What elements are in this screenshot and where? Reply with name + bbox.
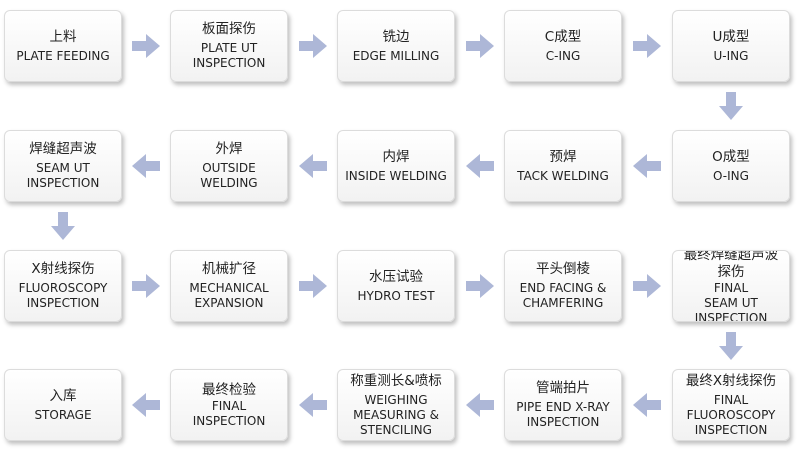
step-label-en: C-ING: [545, 48, 581, 63]
step-box: 平头倒棱 END FACING & CHAMFERING: [504, 250, 622, 322]
step-box: X射线探伤 FLUOROSCOPY INSPECTION: [4, 250, 122, 322]
step-label-zh: 最终X射线探伤: [685, 372, 777, 389]
step-label-zh: 铣边: [382, 28, 410, 45]
step-label-en: PLATE FEEDING: [16, 48, 110, 63]
step-label-zh: U成型: [712, 28, 750, 45]
step-label-en: FLUOROSCOPY INSPECTION: [18, 281, 108, 310]
step-box: 内焊 INSIDE WELDING: [337, 130, 455, 202]
step-label-zh: 内焊: [382, 148, 410, 165]
step-label-zh: C成型: [544, 28, 582, 45]
step-label-en: OUTSIDE WELDING: [200, 161, 258, 190]
step-label-en: PLATE UT INSPECTION: [192, 41, 266, 70]
step-box: 最终X射线探伤 FINAL FLUOROSCOPY INSPECTION: [672, 369, 790, 441]
step-label-en: INSIDE WELDING: [345, 168, 447, 183]
step-box: 机械扩径 MECHANICAL EXPANSION: [170, 250, 288, 322]
step-label-zh: 外焊: [215, 141, 243, 157]
flow-arrow-right-icon: [465, 34, 494, 58]
step-box: 入库 STORAGE: [4, 369, 122, 441]
step-label-en: PIPE END X-RAY INSPECTION: [516, 400, 610, 429]
flow-arrow-right-icon: [298, 274, 327, 298]
step-label-en: FINAL INSPECTION: [192, 398, 266, 428]
step-label-zh: O成型: [712, 148, 750, 165]
step-label-en: O-ING: [713, 168, 749, 183]
step-box: 板面探伤 PLATE UT INSPECTION: [170, 10, 288, 82]
step-label-zh: 机械扩径: [202, 261, 256, 277]
step-label-zh: 称重测长&喷标: [350, 372, 442, 389]
flow-arrow-right-icon: [465, 274, 494, 298]
step-box: 铣边 EDGE MILLING: [337, 10, 455, 82]
step-label-en: SEAM UT INSPECTION: [26, 161, 100, 190]
flow-arrow-down-icon: [719, 92, 743, 120]
step-label-zh: 最终焊缝超声波 探伤: [683, 250, 779, 280]
step-box: U成型 U-ING: [672, 10, 790, 82]
step-box: 称重测长&喷标 WEIGHING MEASURING & STENCILING: [337, 369, 455, 441]
step-label-en: HYDRO TEST: [357, 288, 435, 303]
step-box: O成型 O-ING: [672, 130, 790, 202]
step-label-en: EDGE MILLING: [352, 48, 440, 63]
step-box: 焊缝超声波 SEAM UT INSPECTION: [4, 130, 122, 202]
step-box: 水压试验 HYDRO TEST: [337, 250, 455, 322]
step-label-en: TACK WELDING: [517, 168, 609, 183]
step-box: 上料 PLATE FEEDING: [4, 10, 122, 82]
flow-arrow-down-icon: [719, 331, 743, 360]
flow-arrow-left-icon: [132, 154, 160, 178]
flow-arrow-left-icon: [633, 154, 661, 178]
step-label-zh: X射线探伤: [31, 261, 95, 277]
step-label-zh: 水压试验: [369, 268, 423, 285]
flow-arrow-left-icon: [132, 393, 160, 417]
step-label-zh: 板面探伤: [202, 21, 256, 37]
step-label-en: U-ING: [713, 48, 749, 63]
step-label-zh: 入库: [49, 387, 77, 404]
step-label-zh: 上料: [49, 28, 77, 45]
flow-arrow-left-icon: [465, 154, 494, 178]
step-label-en: MECHANICAL EXPANSION: [189, 281, 269, 310]
flow-arrow-right-icon: [298, 34, 327, 58]
step-box: 管端拍片 PIPE END X-RAY INSPECTION: [504, 369, 622, 441]
flow-arrow-right-icon: [633, 34, 661, 58]
flow-arrow-right-icon: [132, 34, 160, 58]
step-label-en: STORAGE: [34, 407, 92, 422]
step-label-zh: 焊缝超声波: [29, 141, 97, 157]
step-label-zh: 预焊: [549, 148, 577, 165]
flow-arrow-left-icon: [298, 154, 327, 178]
flow-arrow-left-icon: [298, 393, 327, 417]
step-label-en: FINAL SEAM UT INSPECTION: [694, 280, 768, 322]
step-label-zh: 平头倒棱: [536, 261, 590, 277]
step-label-en: FINAL FLUOROSCOPY INSPECTION: [686, 392, 776, 437]
flow-arrow-down-icon: [51, 212, 75, 240]
flow-arrow-left-icon: [465, 393, 494, 417]
step-label-en: END FACING & CHAMFERING: [519, 281, 607, 310]
flow-arrow-left-icon: [633, 393, 661, 417]
flow-arrow-right-icon: [633, 274, 661, 298]
step-label-zh: 最终检验: [202, 381, 256, 398]
step-box: 预焊 TACK WELDING: [504, 130, 622, 202]
flow-arrow-right-icon: [132, 274, 160, 298]
step-box: 外焊 OUTSIDE WELDING: [170, 130, 288, 202]
step-label-en: WEIGHING MEASURING & STENCILING: [353, 392, 439, 437]
step-label-zh: 管端拍片: [536, 380, 590, 396]
step-box: C成型 C-ING: [504, 10, 622, 82]
